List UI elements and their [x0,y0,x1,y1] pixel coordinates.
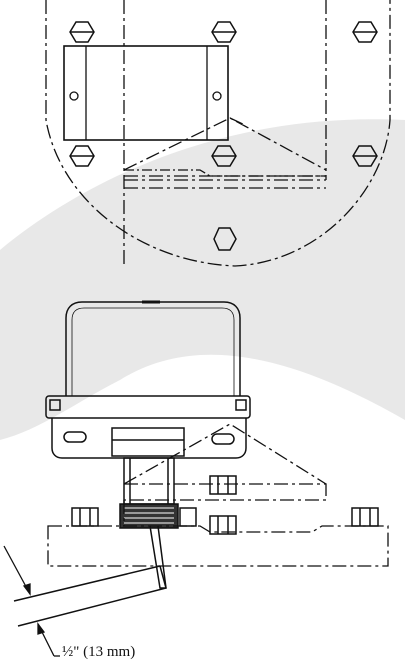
actuator-base [51,418,247,459]
top-base-plate [63,45,229,141]
dimension-leader [3,545,60,657]
top-step [124,169,326,177]
top-plate-outline [45,0,391,267]
actuator-stem [123,457,175,505]
actuator-cover-inner [71,307,235,396]
hex-nuts-side [71,475,379,535]
flange-screw-left [49,399,61,411]
side-view-bracket [47,423,389,567]
top-view-bracket [45,0,391,267]
base-port [63,431,87,443]
dimension-label: ½" (13 mm) [62,644,136,660]
base-conduit [111,427,185,457]
flange-screw-right [235,399,247,411]
top-base-hole-right [212,91,222,101]
watermark-shape [0,119,405,440]
base-port-right [211,433,235,445]
side-view-actuator [45,300,251,529]
top-center-lines [123,0,327,266]
hex-nuts-top [69,21,378,251]
top-base-hole-left [69,91,79,101]
top-diagonals [123,117,327,171]
actuator-flange [45,395,251,419]
wrench-handle [13,525,167,627]
